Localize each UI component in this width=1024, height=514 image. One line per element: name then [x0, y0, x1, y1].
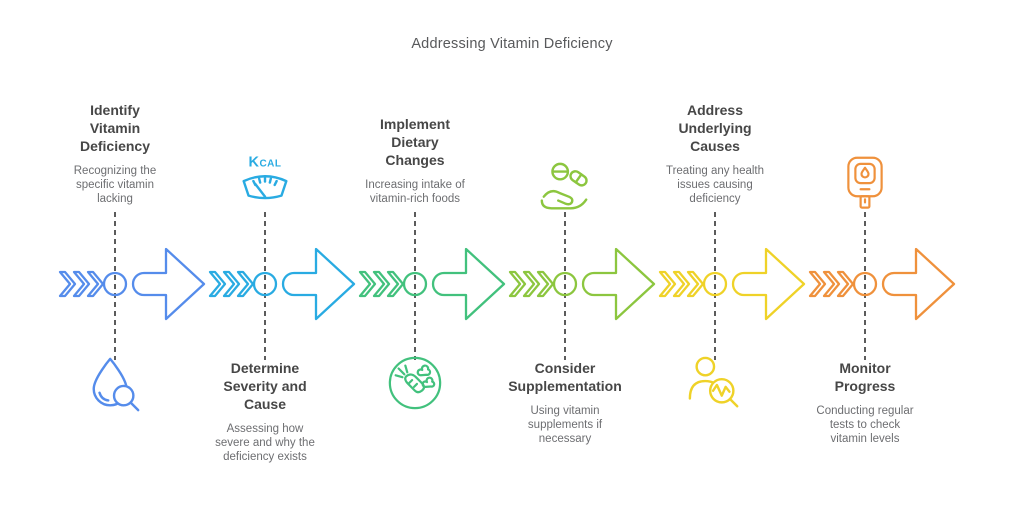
step-2-textblock: Determine Severity and Cause Assessing h…	[190, 359, 340, 464]
flow-big-arrow	[131, 247, 206, 321]
flow-chevron	[208, 270, 227, 298]
flow-node-circle	[552, 271, 578, 297]
flow-chevron	[686, 270, 705, 298]
flow-arrow-step-6	[808, 247, 956, 321]
step-5-iconbox	[640, 354, 790, 428]
page-title: Addressing Vitamin Deficiency	[411, 36, 613, 52]
flow-arrow-step-4	[508, 247, 656, 321]
step-1-title: Identify Vitamin Deficiency	[79, 102, 151, 154]
vegetables-plate-icon	[388, 356, 442, 410]
flow-big-arrow	[731, 247, 806, 321]
flow-chevron	[822, 270, 841, 298]
step-6-description: Conducting regular tests to check vitami…	[816, 405, 914, 445]
flow-node-circle	[402, 271, 428, 297]
flow-chevron	[536, 270, 555, 298]
flow-chevron	[508, 270, 527, 298]
flow-chevron	[386, 270, 405, 298]
step-3-title: Implement Dietary Changes	[379, 116, 450, 168]
flow-chevron	[72, 270, 91, 298]
flow-chevron	[58, 270, 77, 298]
step-3-description: Increasing intake of vitamin-rich foods	[365, 179, 465, 205]
patient-pulse-checkup-icon	[688, 356, 739, 408]
step-5-title: Address Underlying Causes	[678, 102, 752, 154]
flow-chevron	[372, 270, 391, 298]
flow-node-circle	[252, 271, 278, 297]
flow-big-arrow	[431, 247, 506, 321]
step-4-description: Using vitamin supplements if necessary	[527, 405, 603, 445]
flow-chevron	[236, 270, 255, 298]
step-4-dashed-connector	[564, 212, 566, 360]
step-6-iconbox	[790, 142, 940, 216]
flow-node-circle	[852, 271, 878, 297]
flow-chevron	[86, 270, 105, 298]
step-1-dashed-connector	[114, 212, 116, 360]
step-1-description: Recognizing the specific vitamin lacking	[73, 165, 157, 205]
step-3-iconbox	[340, 354, 490, 428]
flow-chevron	[358, 270, 377, 298]
step-5-textblock: Address Underlying Causes Treating any h…	[640, 86, 790, 206]
step-4-textblock: Consider Supplementation Using vitamin s…	[490, 359, 640, 446]
flow-chevron	[658, 270, 677, 298]
flow-chevron	[808, 270, 827, 298]
flow-arrow-step-1	[58, 247, 206, 321]
process-flow-svg	[58, 247, 956, 321]
step-5-description: Treating any health issues causing defic…	[665, 165, 765, 205]
step-5-dashed-connector	[714, 212, 716, 360]
step-2-dashed-connector	[264, 212, 266, 360]
step-2-description: Assessing how severe and why the deficie…	[215, 423, 315, 463]
step-6-dashed-connector	[864, 212, 866, 360]
step-4-title: Consider Supplementation	[508, 360, 622, 394]
glucose-meter-icon	[847, 156, 883, 209]
flow-big-arrow	[581, 247, 656, 321]
step-1-iconbox	[40, 354, 190, 428]
flow-chevron	[672, 270, 691, 298]
flow-node-circle	[102, 271, 128, 297]
flow-chevron	[836, 270, 855, 298]
step-3-textblock: Implement Dietary Changes Increasing int…	[340, 86, 490, 206]
step-1-textblock: Identify Vitamin Deficiency Recognizing …	[40, 86, 190, 206]
flow-big-arrow	[281, 247, 356, 321]
hand-with-supplements-icon	[540, 162, 588, 210]
flow-big-arrow	[881, 247, 956, 321]
step-6-textblock: Monitor Progress Conducting regular test…	[790, 359, 940, 446]
kcal-label: Kcal	[249, 155, 282, 171]
flow-chevron	[522, 270, 541, 298]
step-4-iconbox	[490, 142, 640, 216]
kcal-scale-icon: Kcal	[242, 155, 288, 200]
flow-arrow-step-2	[208, 247, 356, 321]
flow-arrow-step-5	[658, 247, 806, 321]
flow-chevron	[222, 270, 241, 298]
step-2-iconbox: Kcal	[190, 142, 340, 216]
step-2-title: Determine Severity and Cause	[223, 360, 307, 412]
step-6-title: Monitor Progress	[834, 360, 896, 394]
flow-node-circle	[702, 271, 728, 297]
flow-arrow-step-3	[358, 247, 506, 321]
step-3-dashed-connector	[414, 212, 416, 360]
water-drop-magnifier-icon	[92, 357, 140, 412]
